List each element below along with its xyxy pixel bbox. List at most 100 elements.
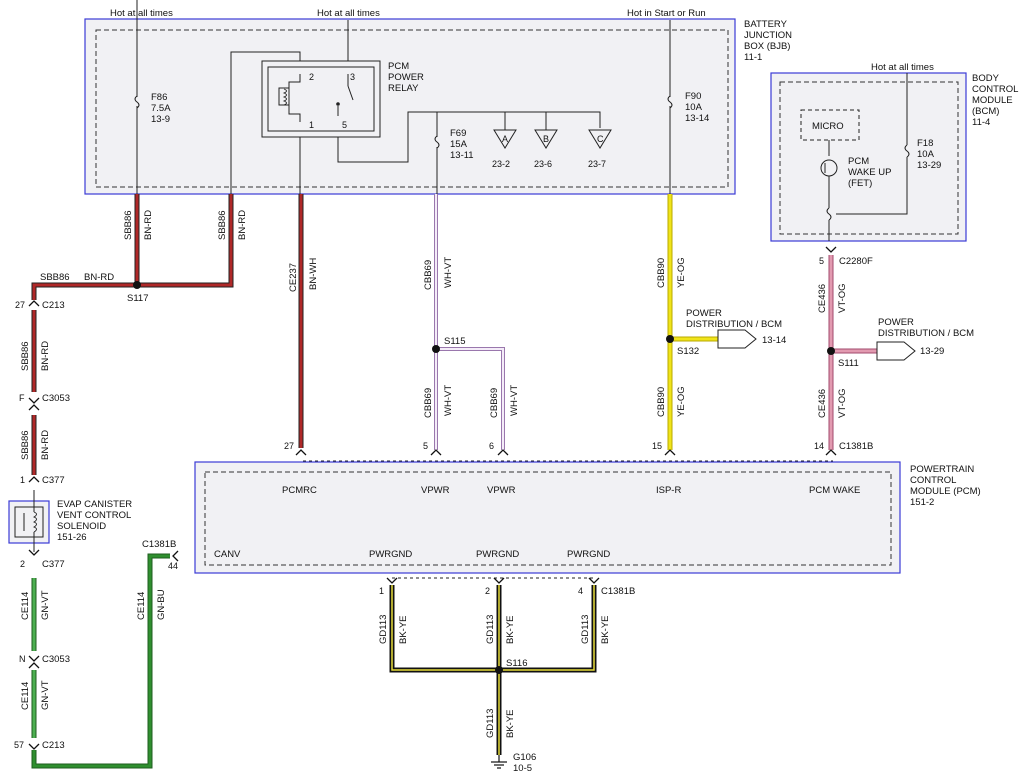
pcm-power-relay: 2 3 1 5 bbox=[261, 60, 381, 138]
s111-dist-title-2: DISTRIBUTION / BCM bbox=[878, 328, 974, 339]
c1381b-pcm-name: C1381B bbox=[839, 441, 873, 452]
pcm-name-4: 151-2 bbox=[910, 497, 934, 508]
cbb69-l-color: WH-VT bbox=[443, 385, 454, 416]
pcm-pin5-num: 5 bbox=[423, 441, 428, 451]
evap-inner bbox=[14, 506, 44, 538]
pwrgnd-2-num: 2 bbox=[485, 586, 490, 596]
pwrgnd-2-name: PWRGND bbox=[476, 549, 519, 560]
powertrain-control-module bbox=[194, 461, 901, 574]
c377-top-name: C377 bbox=[42, 475, 65, 486]
sbb86-right-wire bbox=[32, 194, 233, 300]
pcm-dashed-outline bbox=[204, 471, 892, 566]
gnd-pin1-chevron bbox=[386, 577, 398, 584]
hot-label-bcm: Hot at all times bbox=[871, 62, 934, 73]
f86-fuse-icon bbox=[134, 95, 140, 109]
s111-splice bbox=[827, 347, 835, 355]
f90-label-2: 10A bbox=[685, 102, 703, 113]
ground-name: G106 bbox=[513, 752, 536, 763]
micro-label: MICRO bbox=[812, 121, 844, 132]
bus-a-icon bbox=[493, 129, 517, 149]
c377-bot-pin: 2 bbox=[20, 559, 25, 569]
ce114-c-circuit: CE114 bbox=[136, 592, 147, 620]
c3053-bot-name: C3053 bbox=[42, 654, 70, 665]
bus-c-letter: C bbox=[597, 134, 604, 144]
connector-chevrons bbox=[28, 246, 837, 750]
gd113-3-circuit: GD113 bbox=[580, 615, 591, 644]
f69-label-1: F69 bbox=[450, 128, 466, 139]
relay-inner-box bbox=[267, 66, 375, 132]
evap-coil-icon bbox=[32, 511, 37, 533]
c2280f-name: C2280F bbox=[839, 256, 873, 267]
pcm-pin27-num: 27 bbox=[284, 441, 294, 451]
bus-c-icon bbox=[588, 129, 612, 149]
gd113-1-circuit: GD113 bbox=[378, 615, 389, 644]
gd113-1-color: BK-YE bbox=[398, 615, 409, 644]
relay-contact-point bbox=[336, 102, 340, 106]
evap-name-2: VENT CONTROL bbox=[57, 510, 131, 521]
bcm-name-4: (BCM) bbox=[972, 106, 999, 117]
f69-label-2: 15A bbox=[450, 139, 468, 150]
cbb90-top-circuit: CBB90 bbox=[656, 258, 667, 288]
ce237-circuit: CE237 bbox=[288, 263, 299, 292]
s115-splice bbox=[432, 345, 440, 353]
s116-splice bbox=[495, 666, 503, 674]
cbb69-branch bbox=[436, 348, 504, 450]
c3053-bot-pin: N bbox=[19, 654, 26, 664]
pcm-name-1: POWERTRAIN bbox=[910, 464, 974, 475]
ce114-c-wire bbox=[32, 554, 170, 768]
ce237-color: BN-WH bbox=[308, 258, 319, 290]
s111-dist-ref: 13-29 bbox=[920, 346, 944, 357]
bcm-name-1: BODY bbox=[972, 73, 1000, 84]
c1381b-pcm-pin: 14 bbox=[814, 441, 824, 451]
gd113-4-color: BK-YE bbox=[505, 709, 516, 738]
evap-outline bbox=[8, 500, 50, 544]
pcm-pin6-chevron bbox=[497, 449, 509, 456]
f90-fuse-icon bbox=[667, 95, 673, 109]
f18-label-1: F18 bbox=[917, 138, 933, 149]
bjb-name-4: 11-1 bbox=[744, 52, 762, 63]
sbb86-b-color: BN-RD bbox=[40, 430, 51, 460]
relay-name-2: POWER bbox=[388, 72, 424, 83]
cbb69-r-circuit: CBB69 bbox=[489, 388, 500, 418]
bjb-name-2: JUNCTION bbox=[744, 30, 792, 41]
bus-b-icon bbox=[534, 129, 558, 149]
bus-b-letter: B bbox=[543, 134, 549, 144]
c377-bot-chevron bbox=[28, 549, 40, 556]
bcm-name-2: CONTROL bbox=[972, 84, 1018, 95]
evap-solenoid bbox=[8, 490, 50, 552]
sbb86-a-circuit: SBB86 bbox=[20, 341, 31, 371]
cbb90-top-color: YE-OG bbox=[676, 257, 687, 288]
f18-label-3: 13-29 bbox=[917, 160, 941, 171]
cbb90-wires bbox=[667, 194, 718, 450]
f18-fuse-icon bbox=[904, 144, 910, 158]
cbb69-l-circuit: CBB69 bbox=[423, 388, 434, 418]
c1381b-gnd-pin: 4 bbox=[578, 586, 583, 596]
ce436-top-circuit: CE436 bbox=[817, 284, 828, 313]
bcm-outline bbox=[770, 72, 967, 242]
f69-fuse-icon bbox=[434, 135, 440, 149]
pwrgnd-labels: PWRGND PWRGND PWRGND 1 2 bbox=[369, 549, 610, 596]
bcm-dashed-outline bbox=[779, 81, 959, 235]
c2280f-pin: 5 bbox=[819, 256, 824, 266]
c3053-top-name: C3053 bbox=[42, 393, 70, 404]
micro-box bbox=[800, 109, 860, 141]
hot-label-f86: Hot at all times bbox=[110, 8, 173, 19]
relay-switch-arm bbox=[347, 85, 354, 101]
c3053-top-chevron bbox=[28, 397, 40, 411]
c1381b-can-chevron bbox=[172, 550, 179, 562]
fet-label-3: (FET) bbox=[848, 178, 872, 189]
hot-label-relay: Hot at all times bbox=[317, 8, 380, 19]
sbb86-wires bbox=[31, 194, 234, 475]
f69-label-3: 13-11 bbox=[450, 150, 474, 161]
s132-power-dist-arrow bbox=[717, 329, 757, 349]
sbb86-a-color: BN-RD bbox=[40, 341, 51, 371]
bus-triangles: A B C 23-2 23-6 23-7 bbox=[492, 129, 612, 169]
relay-name-3: RELAY bbox=[388, 83, 419, 94]
f90-label-1: F90 bbox=[685, 91, 701, 102]
c3053-top-pin: F bbox=[19, 393, 25, 403]
f18-label-2: 10A bbox=[917, 149, 935, 160]
s117-splice bbox=[133, 281, 141, 289]
s132-label: S132 bbox=[677, 346, 699, 357]
s111-power-dist-arrow bbox=[876, 341, 916, 361]
f86-label-1: F86 bbox=[151, 92, 167, 103]
